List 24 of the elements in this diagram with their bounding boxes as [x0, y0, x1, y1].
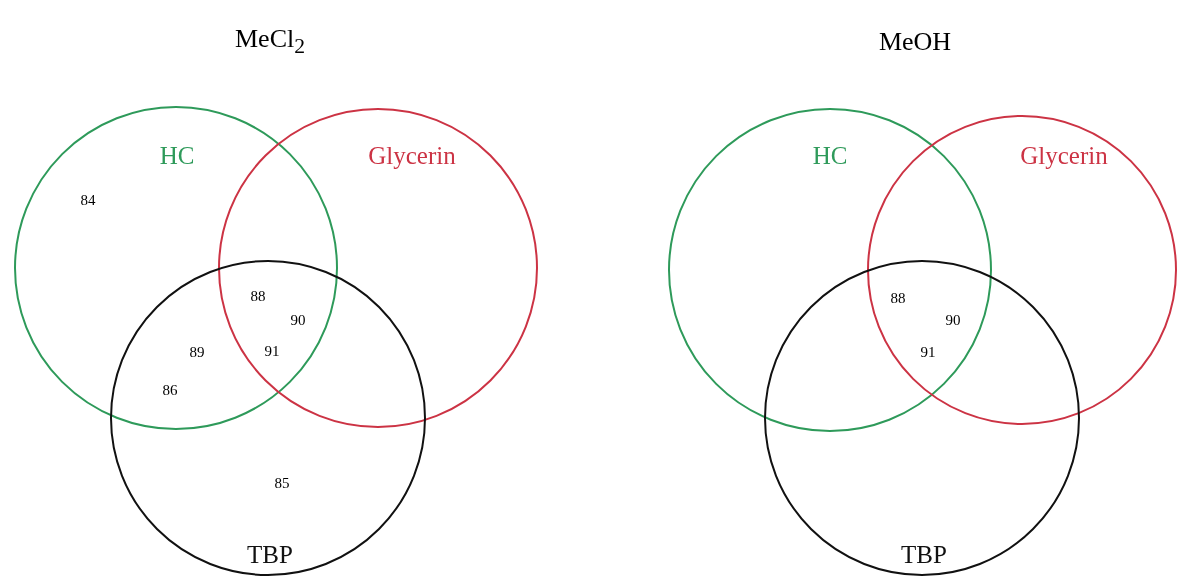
- region-count: 89: [189, 344, 205, 360]
- region-count: 84: [80, 192, 96, 208]
- panel-heading: MeCl$_{2}$: [234, 26, 306, 58]
- region-count: 88: [890, 290, 906, 306]
- set-label: TBP: [247, 541, 293, 567]
- venn-circle: [110, 260, 426, 576]
- region-count: 90: [290, 312, 306, 328]
- venn-circle: [764, 260, 1080, 576]
- set-label: HC: [812, 142, 848, 168]
- venn-circle: [867, 115, 1177, 425]
- region-count: 91: [264, 343, 280, 359]
- set-label: Glycerin: [368, 142, 456, 168]
- region-count: 85: [274, 475, 290, 491]
- set-label: Glycerin: [1020, 142, 1108, 168]
- region-count: 90: [945, 312, 961, 328]
- set-label: HC: [159, 142, 195, 168]
- panel-heading: MeOH: [878, 29, 952, 55]
- region-count: 91: [920, 344, 936, 360]
- venn-circle: [668, 108, 992, 432]
- region-count: 88: [250, 288, 266, 304]
- venn-circle: [14, 106, 338, 430]
- set-label: TBP: [901, 541, 947, 567]
- venn-circle: [218, 108, 538, 428]
- region-count: 86: [162, 382, 178, 398]
